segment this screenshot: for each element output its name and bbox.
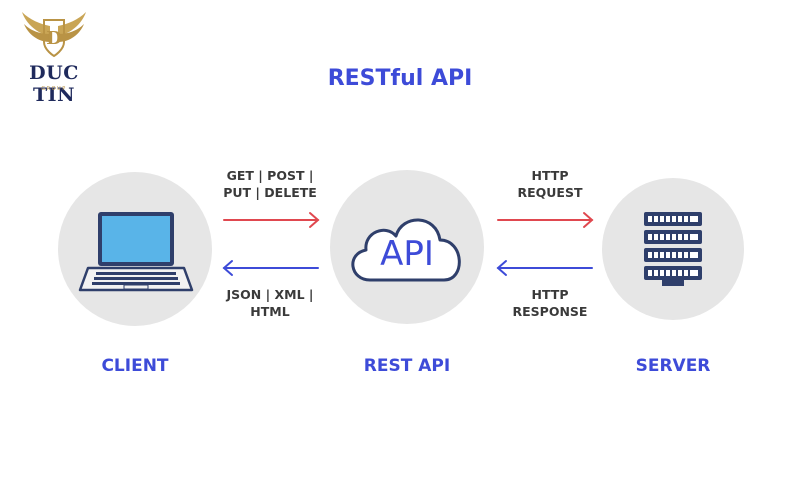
request-methods-label: GET | POST | PUT | DELETE [200, 167, 340, 201]
client-node [58, 172, 212, 326]
request-arrow-left [223, 212, 320, 228]
winged-monogram-icon: D [22, 12, 86, 58]
http-response-line-2: RESPONSE [512, 304, 588, 319]
brand-logo: D DUC TIN GROUP [6, 6, 102, 106]
logo-subtitle: GROUP [41, 86, 67, 92]
http-request-label: HTTP REQUEST [480, 167, 620, 201]
http-response-line-1: HTTP [531, 287, 569, 302]
cloud-icon [351, 218, 461, 282]
response-arrow-left [222, 260, 319, 276]
http-response-label: HTTP RESPONSE [480, 286, 620, 320]
response-formats-line-2: HTML [250, 304, 290, 319]
laptop-icon [78, 212, 194, 292]
rest-api-label: REST API [363, 356, 451, 376]
http-request-line-2: REQUEST [517, 185, 583, 200]
cloud-label: API [380, 234, 434, 274]
client-label: CLIENT [101, 356, 169, 376]
server-rack-icon [644, 212, 702, 286]
server-label: SERVER [635, 356, 711, 376]
http-request-line-1: HTTP [531, 168, 569, 183]
response-formats-label: JSON | XML | HTML [200, 286, 340, 320]
response-arrow-right [496, 260, 593, 276]
request-arrow-right [497, 212, 594, 228]
rest-api-node: API [330, 170, 484, 324]
request-methods-line-1: GET | POST | [226, 168, 314, 183]
server-node [602, 178, 744, 320]
logo-name: DUC TIN [29, 62, 79, 106]
request-methods-line-2: PUT | DELETE [223, 185, 317, 200]
svg-text:D: D [46, 28, 62, 49]
response-formats-line-1: JSON | XML | [226, 287, 314, 302]
diagram-title: RESTful API [327, 66, 473, 91]
